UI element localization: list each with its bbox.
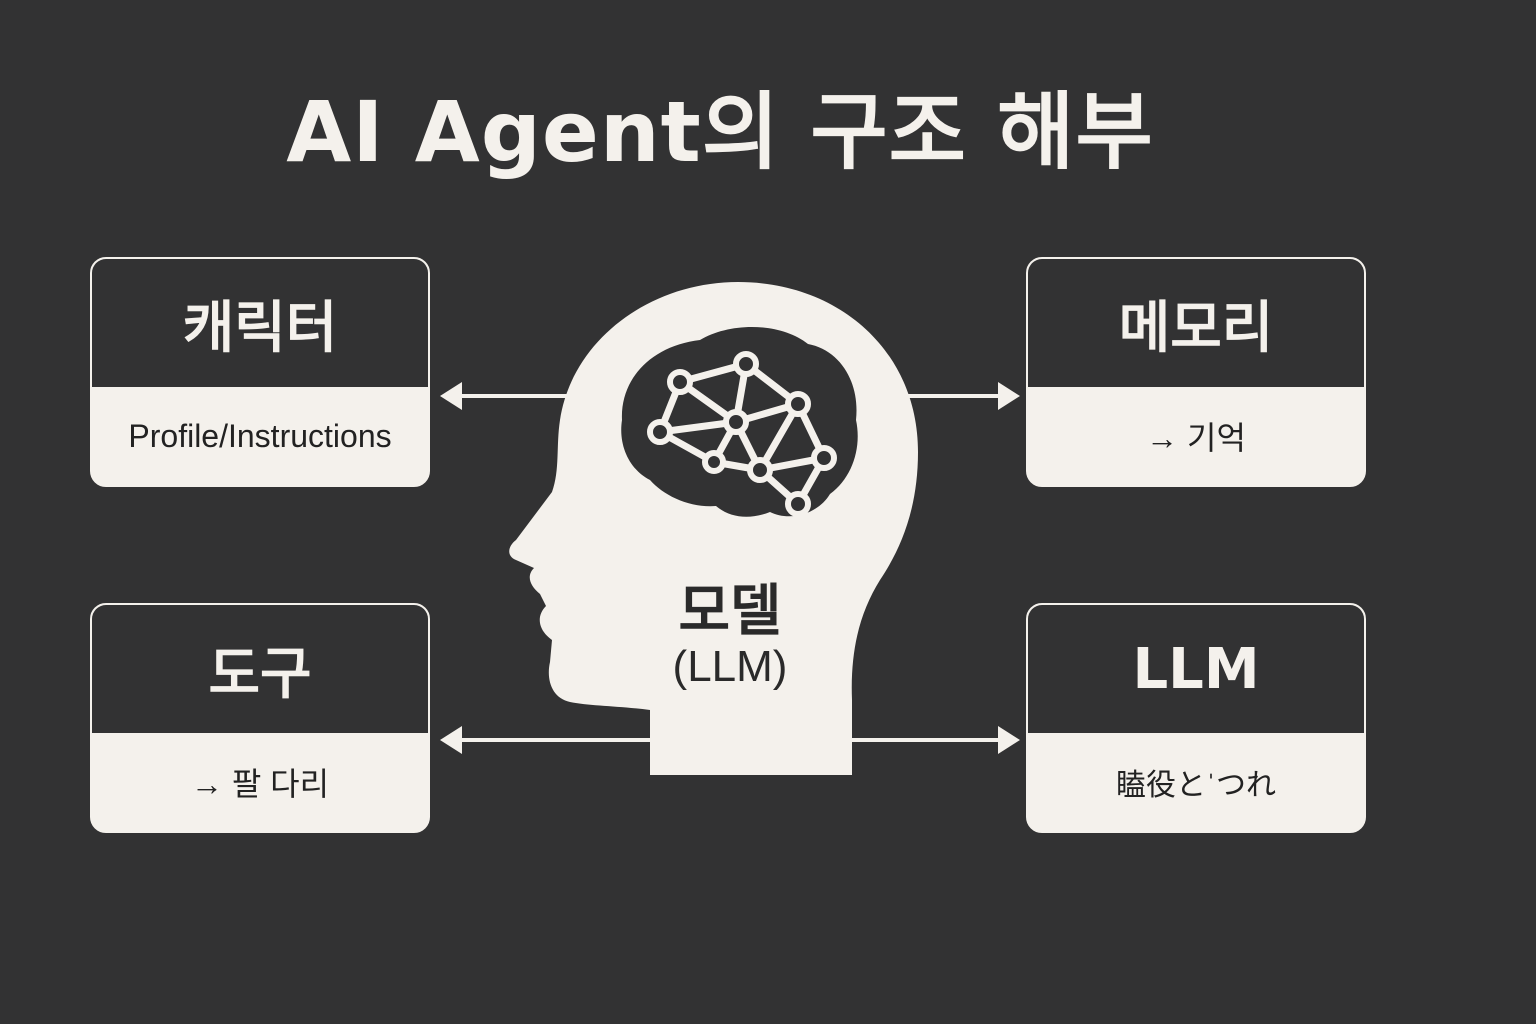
network-node: [785, 391, 811, 417]
connector-character-arrow: [440, 382, 580, 410]
page-title: AI Agent의 구조 해부: [286, 83, 1154, 181]
llm-card: LLM 瞌役とˈつれ: [1026, 603, 1366, 833]
memory-card: 메모리 → 기억: [1026, 257, 1366, 487]
network-node: [811, 445, 837, 471]
memory-card-body: → 기억: [1146, 420, 1246, 456]
neural-network-nodes: [647, 351, 837, 517]
llm-card-body: 瞌役とˈつれ: [1116, 769, 1276, 802]
character-card: 캐릭터 Profile/Instructions: [90, 257, 430, 487]
connector-llm-arrow: [850, 726, 1020, 754]
character-card-heading: 캐릭터: [92, 259, 428, 387]
network-node: [702, 450, 726, 474]
connector-tools-arrow: [440, 726, 660, 754]
tools-card: 도구 → 팔 다리: [90, 603, 430, 833]
center-sublabel: (LLM): [672, 642, 788, 691]
network-node: [723, 409, 749, 435]
llm-card-heading: LLM: [1028, 605, 1364, 733]
network-node: [747, 457, 773, 483]
center-label: 모델: [678, 579, 782, 644]
memory-card-heading: 메모리: [1028, 259, 1364, 387]
character-card-body: Profile/Instructions: [128, 417, 392, 454]
network-node: [647, 419, 673, 445]
tools-card-heading: 도구: [92, 605, 428, 733]
network-node: [785, 491, 811, 517]
network-node: [733, 351, 759, 377]
tools-card-body: → 팔 다리: [190, 766, 330, 802]
network-node: [667, 369, 693, 395]
